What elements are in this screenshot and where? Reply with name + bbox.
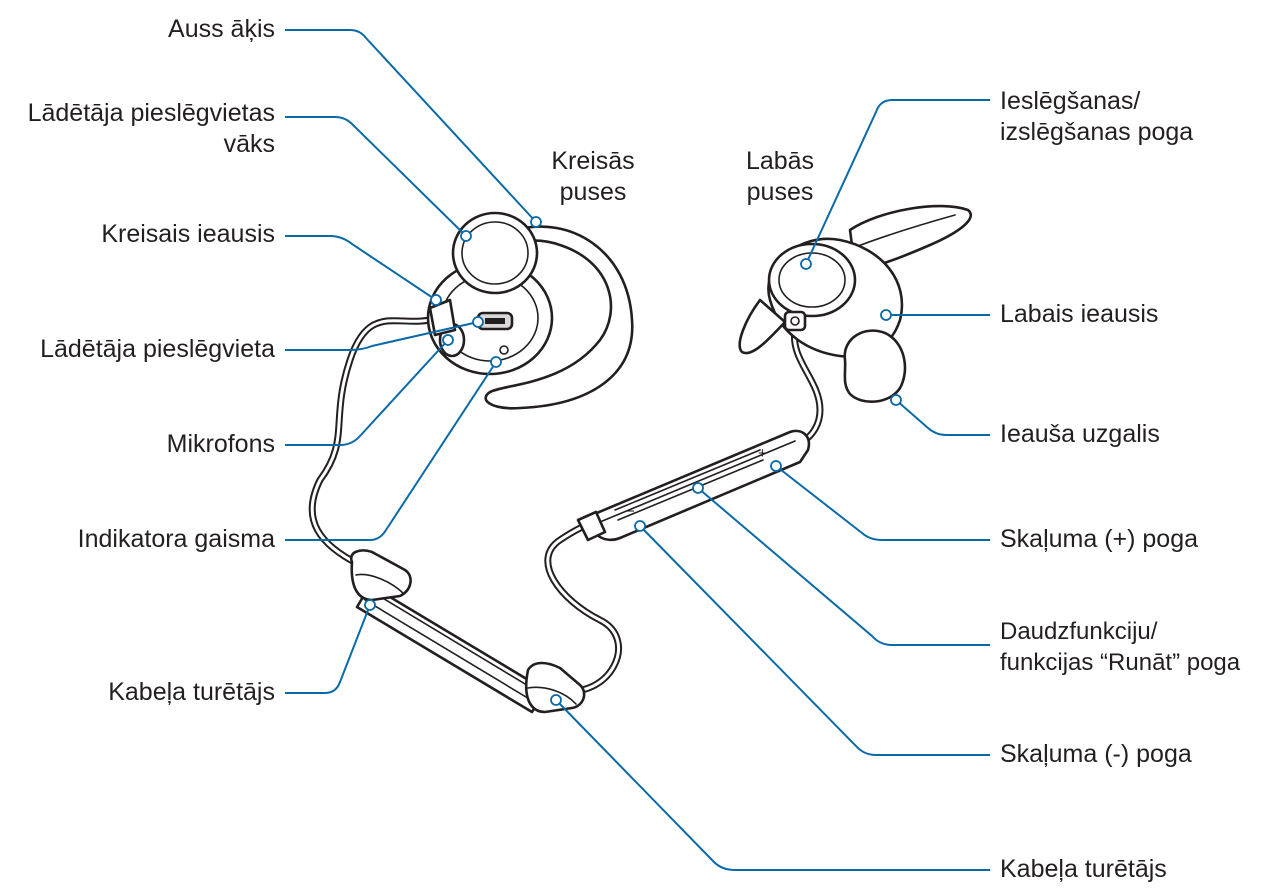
label-power-button-line1: Ieslēgšanas/ — [1000, 87, 1141, 115]
label-right-side-line1: Labās — [745, 147, 815, 175]
leader-cable-holder-left — [285, 604, 371, 694]
endpoint-multifunction — [692, 482, 704, 494]
leader-endpoints — [364, 216, 902, 706]
endpoint-cable-holder-bottom — [550, 694, 562, 706]
leader-microphone — [285, 339, 449, 446]
leader-volume-down — [639, 525, 990, 756]
label-charger-port-cover-line2: vāks — [223, 130, 275, 158]
right-power-button — [767, 242, 857, 318]
cable-holder-clip-right — [524, 661, 586, 714]
label-charger-port-cover: Lādētāja pieslēgvietas vāks — [28, 98, 275, 160]
endpoint-charger-port — [472, 316, 484, 328]
cable-right — [790, 326, 824, 444]
label-microphone: Mikrofons — [166, 430, 275, 458]
multifunction-button — [614, 449, 764, 521]
label-indicator-light: Indikatora gaisma — [77, 525, 275, 553]
endpoint-right-earpiece — [880, 309, 892, 321]
endpoint-ear-hook — [530, 216, 542, 228]
label-ear-hook: Auss āķis — [168, 15, 275, 43]
leader-lines — [285, 29, 990, 871]
label-right-side: Labās puses — [725, 146, 835, 208]
plus-mark: + — [758, 445, 767, 462]
cable-holder-clip-left — [349, 549, 412, 602]
label-left-side-line1: Kreisās — [551, 147, 635, 175]
cable-holder-bar — [355, 583, 547, 714]
leader-cable-holder-bottom — [555, 699, 990, 871]
leader-ear-tip — [895, 399, 990, 436]
endpoint-power-button — [800, 258, 812, 270]
leader-power-button — [805, 99, 990, 265]
endpoint-volume-up — [770, 460, 782, 472]
right-ear-tip — [843, 329, 907, 403]
leader-multifunction — [697, 487, 990, 646]
label-volume-down: Skaļuma (-) poga — [1000, 740, 1192, 768]
endpoint-ear-tip — [890, 394, 902, 406]
leader-ear-hook — [285, 29, 537, 223]
left-indicator-light — [499, 345, 509, 355]
label-power-button-line2: izslēgšanas poga — [1000, 118, 1194, 146]
left-ear-hook — [484, 225, 634, 410]
label-multifunction-line2: funkcijas “Runāt” poga — [1000, 649, 1241, 676]
cable-left — [308, 314, 442, 569]
label-cable-holder-bottom: Kabeļa turētājs — [1000, 855, 1167, 883]
leader-left-earpiece — [285, 235, 437, 301]
label-right-side-line2: puses — [746, 178, 814, 206]
label-left-side-line2: puses — [559, 178, 627, 206]
endpoint-left-earpiece — [430, 294, 442, 306]
label-left-earpiece: Kreisais ieausis — [101, 220, 275, 248]
cable-center — [544, 516, 622, 695]
right-cable-joint — [783, 310, 807, 332]
endpoint-charger-cover — [460, 230, 472, 242]
label-charger-port: Lādētāja pieslēgvieta — [40, 335, 275, 363]
endpoint-indicator-light — [490, 356, 502, 368]
leader-charger-cover — [285, 116, 467, 237]
label-power-button: Ieslēgšanas/ izslēgšanas poga — [1000, 86, 1193, 148]
label-ear-tip: Ieauša uzgalis — [1000, 420, 1160, 448]
leader-charger-port — [285, 321, 479, 351]
label-left-side: Kreisās puses — [538, 146, 648, 208]
label-volume-up: Skaļuma (+) poga — [1000, 525, 1199, 553]
left-charger-port-cover — [451, 211, 539, 295]
endpoint-volume-down — [634, 520, 646, 532]
label-charger-port-cover-line1: Lādētāja pieslēgvietas — [27, 99, 275, 127]
endpoint-cable-holder-left — [364, 599, 376, 611]
label-cable-holder-left: Kabeļa turētājs — [108, 678, 275, 706]
leader-indicator-light — [285, 361, 497, 541]
endpoint-microphone — [442, 334, 454, 346]
leader-volume-up — [775, 465, 990, 541]
minus-mark: − — [626, 503, 635, 520]
label-right-earpiece: Labais ieausis — [1000, 300, 1159, 328]
label-multifunction: Daudzfunkciju/ funkcijas “Runāt” poga — [1000, 616, 1240, 678]
label-multifunction-line1: Daudzfunkciju/ — [1000, 618, 1158, 645]
